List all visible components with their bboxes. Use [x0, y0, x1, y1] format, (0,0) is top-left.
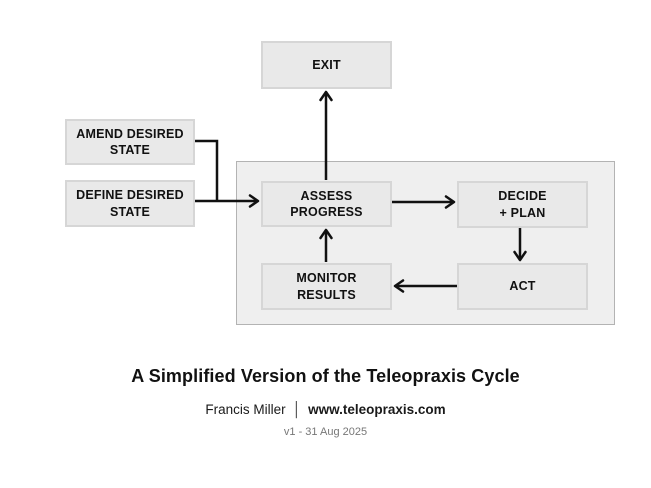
node-amend-desired-state: AMEND DESIRED STATE	[65, 119, 195, 165]
node-define-desired-state: DEFINE DESIRED STATE	[65, 180, 195, 227]
website-url: www.teleopraxis.com	[308, 402, 446, 417]
diagram-title: A Simplified Version of the Teleopraxis …	[131, 366, 520, 386]
author-name: Francis Miller	[205, 402, 286, 417]
version-date: v1 - 31 Aug 2025	[283, 426, 368, 438]
byline-separator: │	[292, 401, 302, 418]
node-act: ACT	[457, 263, 588, 310]
node-decide-plan: DECIDE + PLAN	[457, 181, 588, 228]
node-exit: EXIT	[261, 41, 392, 89]
edge-amend-connector	[195, 139, 219, 200]
node-assess-progress: ASSESS PROGRESS	[261, 181, 392, 227]
footer: A Simplified Version of the Teleopraxis …	[0, 366, 651, 438]
node-monitor-results: MONITOR RESULTS	[261, 263, 392, 310]
byline: Francis Miller │ www.teleopraxis.com	[0, 401, 651, 418]
